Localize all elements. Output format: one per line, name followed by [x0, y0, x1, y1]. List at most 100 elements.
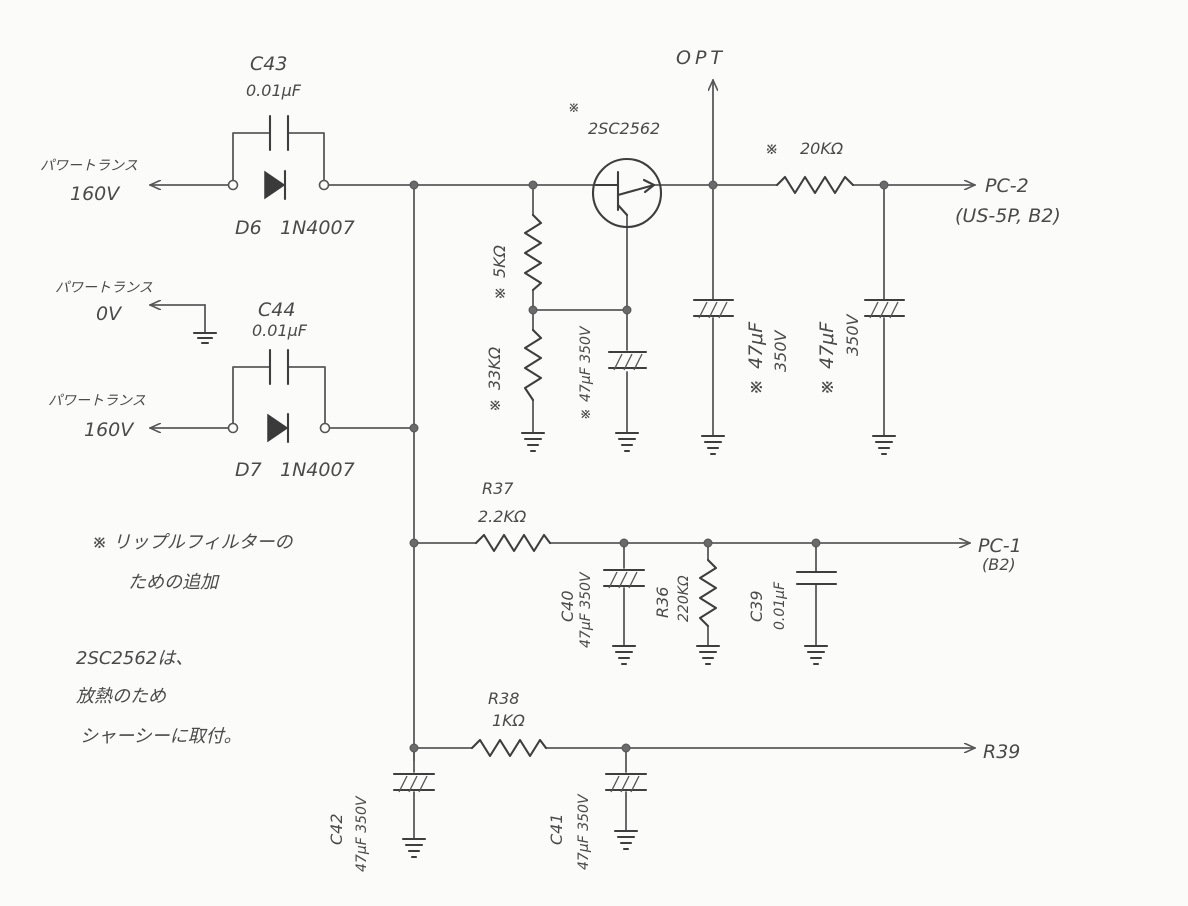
r38-ref-label: R38 — [488, 689, 519, 708]
c41-value-label: 47μF 350V — [576, 793, 592, 870]
wire-c43-left — [232, 132, 271, 186]
capacitor-c42-symbol — [392, 772, 436, 793]
c40-value-label: 47μF 350V — [578, 571, 594, 648]
cbase-value-label: 47μF 350V — [578, 325, 594, 402]
input1-voltage-label: 160V — [70, 183, 121, 205]
ground-symbol — [695, 644, 721, 666]
note-heatsink-line3: シャーシーに取付。 — [80, 726, 242, 747]
junction-dot — [708, 180, 718, 190]
c44-value-label: 0.01μF — [252, 321, 308, 340]
ground-symbol — [700, 434, 726, 456]
c39-ref-label: C39 — [747, 590, 766, 622]
pc2-sub-label: (US-5P, B2) — [955, 205, 1061, 227]
cpc2-voltage-label: 350V — [843, 313, 862, 356]
pc1-sub-label: (B2) — [982, 555, 1016, 574]
ground-symbol — [613, 829, 639, 851]
zero-name-label: パワートランス — [55, 280, 153, 296]
d6-ref-label: D6 — [235, 217, 262, 239]
c42-ref-label: C42 — [327, 813, 346, 845]
input1-name-label: パワートランス — [40, 158, 138, 174]
pc1-label: PC-1 — [978, 535, 1022, 557]
capacitor-base-symbol — [607, 350, 648, 371]
note-heatsink-line1: 2SC2562は、 — [76, 648, 193, 669]
d7-ref-label: D7 — [235, 459, 262, 481]
pc2-label: PC-2 — [985, 175, 1029, 197]
opt-label: OPT — [676, 47, 726, 69]
wire-c44-right — [287, 366, 326, 429]
d6-part-label: 1N4007 — [280, 217, 355, 239]
note-ripple-line2: ための追加 — [128, 572, 220, 593]
resistor-20k-symbol — [775, 175, 855, 195]
r37-ref-label: R37 — [482, 479, 514, 498]
junction-dot — [409, 180, 419, 190]
c42-value-label: 47μF 350V — [354, 795, 370, 872]
capacitor-c40-symbol — [602, 568, 646, 589]
wire-c44-left — [232, 366, 271, 429]
resistor-5k-symbol — [523, 213, 543, 292]
input2-name-label: パワートランス — [48, 393, 146, 409]
resistor-r36-symbol — [698, 558, 718, 628]
resistor-r37-symbol — [474, 533, 552, 553]
input2-voltage-label: 160V — [84, 419, 135, 441]
capacitor-opt-symbol — [692, 298, 735, 319]
r36-value-label: 220KΩ — [676, 575, 692, 622]
capacitor-c41-symbol — [604, 772, 648, 793]
ground-symbol — [401, 837, 427, 859]
capacitor-pc2-symbol — [863, 298, 906, 319]
r33k-mark: ※ — [485, 399, 504, 412]
terminal-dot — [318, 179, 330, 191]
note-heatsink-line2: 放熱のため — [76, 686, 167, 707]
ground-symbol — [803, 644, 829, 666]
c40-ref-label: C40 — [558, 590, 577, 622]
ground-symbol — [871, 434, 897, 456]
r38-value-label: 1KΩ — [492, 711, 526, 730]
note-ripple-line1: ※ リップルフィルターの — [92, 532, 293, 553]
r39-label: R39 — [983, 741, 1020, 763]
transistor-2sc2562-symbol — [591, 157, 663, 229]
r20k-value-label: 20KΩ — [800, 139, 844, 158]
junction-dot — [879, 180, 889, 190]
junction-dot — [528, 180, 538, 190]
transistor-mark: ※ — [568, 100, 580, 116]
junction-dot — [619, 538, 629, 548]
wire-c43-right — [287, 132, 325, 186]
c44-ref-label: C44 — [258, 299, 295, 321]
ground-symbol — [611, 644, 637, 666]
copt-voltage-label: 350V — [771, 329, 790, 372]
cbase-mark: ※ — [578, 408, 594, 420]
junction-dot — [409, 743, 419, 753]
r5k-value-label: 5KΩ — [490, 244, 509, 278]
ground-symbol — [520, 431, 546, 453]
r36-ref-label: R36 — [653, 587, 672, 618]
r5k-mark: ※ — [490, 287, 509, 300]
junction-dot — [409, 538, 419, 548]
c41-ref-label: C41 — [547, 813, 566, 845]
junction-dot — [703, 538, 713, 548]
terminal-dot — [227, 422, 239, 434]
cpc2-mark: ※ — [816, 379, 838, 395]
junctions — [227, 179, 889, 753]
zero-voltage-label: 0V — [96, 303, 123, 325]
capacitor-c43-symbol — [268, 114, 290, 152]
c43-ref-label: C43 — [250, 53, 287, 75]
terminal-dot — [227, 179, 239, 191]
wires — [150, 80, 975, 839]
resistor-r38-symbol — [470, 738, 548, 758]
d7-part-label: 1N4007 — [280, 459, 355, 481]
r20k-mark: ※ — [765, 139, 778, 158]
ground-symbol — [614, 431, 640, 453]
junction-dot — [621, 743, 631, 753]
resistor-33k-symbol — [523, 328, 543, 402]
capacitor-c39-symbol — [795, 570, 838, 586]
cpc2-value-label: 47μF — [816, 321, 838, 369]
capacitor-c44-symbol — [268, 348, 290, 386]
c43-value-label: 0.01μF — [246, 81, 302, 100]
copt-mark: ※ — [745, 379, 767, 395]
r33k-value-label: 33KΩ — [485, 346, 504, 390]
grounds — [401, 431, 897, 859]
diode-d7-symbol — [267, 412, 290, 444]
ground-symbol — [192, 331, 218, 345]
c39-value-label: 0.01μF — [772, 581, 788, 630]
